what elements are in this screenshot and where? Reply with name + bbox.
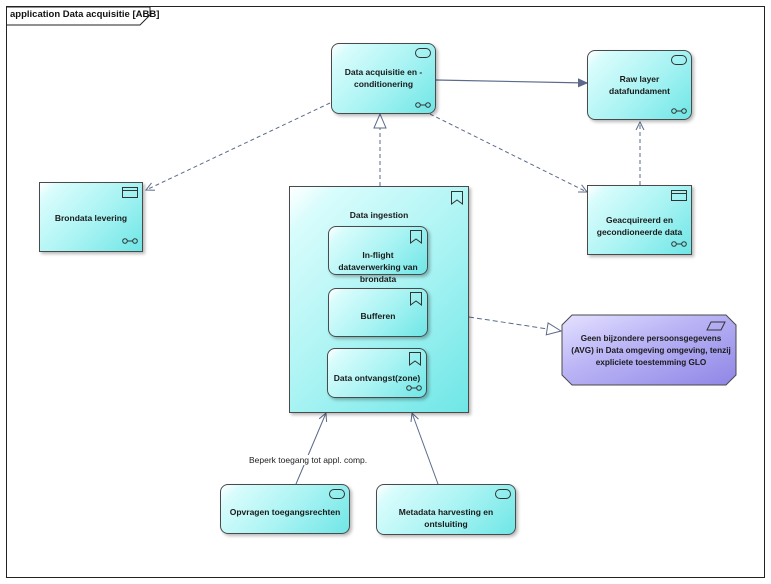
element-opvragen-toegangsrechten[interactable]: Opvragen toegangsrechten (220, 484, 350, 534)
element-data-ontvangst[interactable]: Data ontvangst(zone) (327, 348, 427, 398)
bookmark-icon (409, 352, 421, 366)
link-icon (671, 108, 687, 114)
element-bufferen[interactable]: Bufferen (328, 288, 428, 337)
bookmark-icon (410, 292, 422, 306)
element-label: Geacquireerd en gecondioneerde data (596, 215, 683, 237)
link-acq-to-brondata (146, 102, 331, 190)
link-opvragen-to-ingestion (295, 413, 326, 485)
element-label: Raw layer datafundament (609, 74, 670, 96)
link-ingestion-to-constraint (468, 316, 561, 331)
bookmark-icon (410, 230, 422, 244)
element-constraint-shape[interactable] (559, 313, 739, 387)
element-metadata-harvesting[interactable]: Metadata harvesting en ontsluiting (376, 484, 516, 535)
bookmark-icon (451, 191, 463, 205)
element-data-acquisitie[interactable]: Data acquisitie en - conditionering (331, 43, 436, 114)
link-acq-to-geacquireerd (429, 113, 587, 192)
element-label: Data acquisitie en - conditionering (344, 67, 423, 89)
function-icon (495, 489, 511, 499)
constraint-label: Geen bijzondere persoonsgegevens (AVG) i… (571, 334, 731, 367)
function-icon (415, 48, 431, 58)
element-label: Opvragen toegangsrechten (229, 507, 341, 517)
link-icon (671, 241, 687, 247)
element-label: Data ontvangst(zone) (333, 373, 421, 383)
data-object-icon (122, 187, 138, 198)
element-label: Metadata harvesting en ontsluiting (398, 507, 494, 529)
element-label: Brondata levering (54, 213, 128, 223)
element-inflight[interactable]: In-flight dataverwerking van brondata (328, 226, 428, 284)
link-metadata-to-ingestion (412, 413, 439, 485)
element-label: In-flight dataverwerking van brondata (338, 250, 418, 284)
edge-label-beperk-toegang: Beperk toegang tot appl. comp. (249, 455, 368, 465)
element-geacquireerd-data[interactable]: Geacquireerd en gecondioneerde data (587, 185, 692, 255)
data-object-icon (671, 190, 687, 201)
frame-tab (7, 6, 151, 26)
element-raw-layer[interactable]: Raw layer datafundament (587, 50, 692, 120)
constraint-icon (706, 321, 726, 331)
element-label: Bufferen (360, 311, 396, 321)
frame-title: application Data acquisitie [ABB] (10, 9, 160, 20)
link-icon (406, 385, 422, 391)
function-icon (671, 55, 687, 65)
link-acq-to-raw (435, 80, 587, 83)
diagram-frame (6, 6, 765, 578)
element-brondata-levering[interactable]: Brondata levering (39, 182, 143, 252)
element-label: Data ingestion (349, 210, 409, 220)
link-icon (122, 238, 138, 244)
link-icon (415, 102, 431, 108)
function-icon (329, 489, 345, 499)
